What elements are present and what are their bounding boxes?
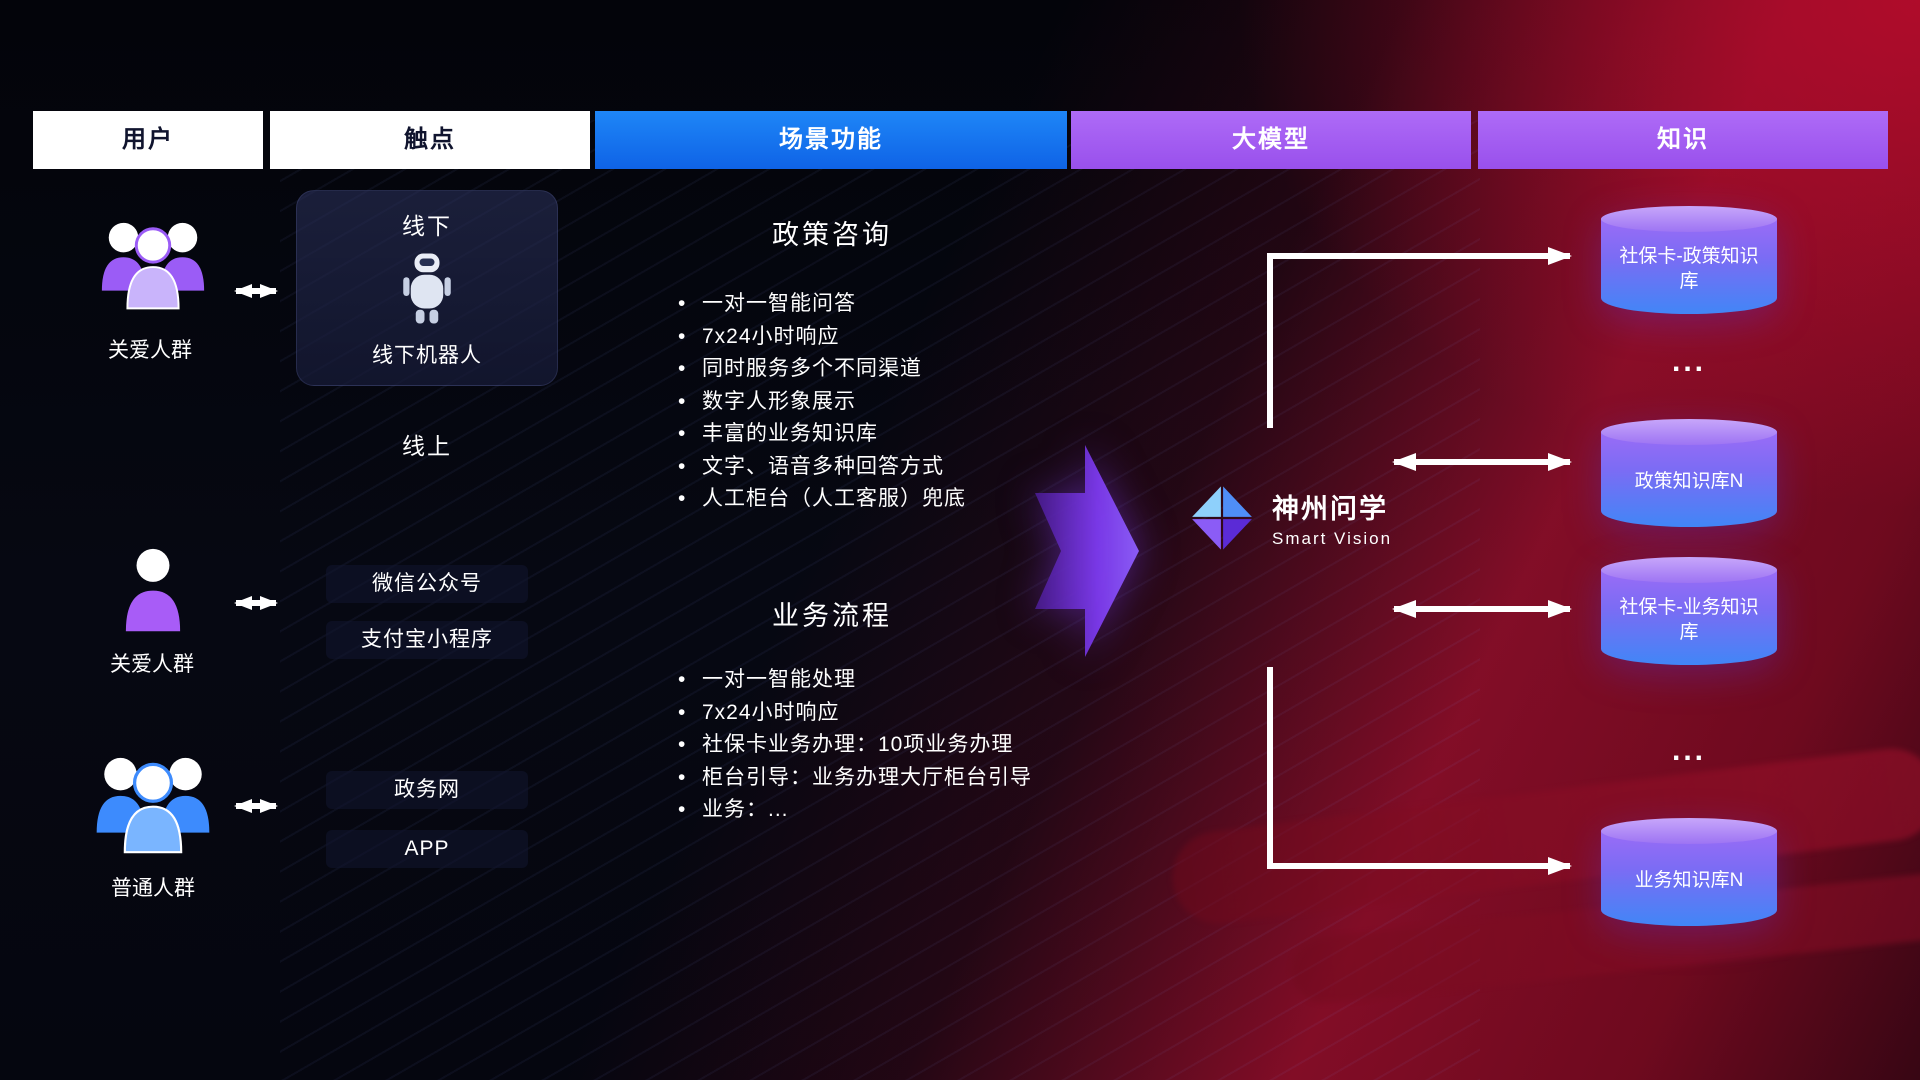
database-label: 社保卡-业务知识库 bbox=[1601, 570, 1777, 665]
database-cylinder-top bbox=[1601, 557, 1777, 583]
database-label: 社保卡-政策知识库 bbox=[1601, 219, 1777, 314]
online-title: 线上 bbox=[402, 433, 452, 459]
list-item: 柜台引导：业务办理大厅柜台引导 bbox=[676, 762, 1146, 795]
header-scenario-functions-label: 场景功能 bbox=[779, 126, 883, 153]
header-knowledge: 知识 bbox=[1478, 111, 1888, 169]
knowledge-db-policy-ssc: 社保卡-政策知识库 bbox=[1601, 206, 1777, 314]
offline-title: 线下 bbox=[402, 213, 452, 239]
list-item: 7x24小时响应 bbox=[676, 321, 1146, 354]
user-group-label: 关爱人群 bbox=[108, 339, 192, 362]
database-cylinder-top bbox=[1601, 206, 1777, 232]
header-scenario-functions: 场景功能 bbox=[595, 111, 1067, 169]
user-general-label: 普通人群 bbox=[111, 877, 195, 900]
list-item: 一对一智能处理 bbox=[676, 664, 1146, 697]
ellipsis-more-dbs: ... bbox=[1671, 734, 1706, 767]
scenario-business-list: 一对一智能处理 7x24小时响应 社保卡业务办理：10项业务办理 柜台引导：业务… bbox=[676, 664, 1146, 827]
elbow-arrow-up-icon bbox=[1267, 247, 1572, 428]
database-cylinder-top bbox=[1601, 818, 1777, 844]
channel-wechat: 微信公众号 bbox=[326, 565, 528, 603]
list-item: 丰富的业务知识库 bbox=[676, 418, 1146, 451]
knowledge-db-business-n: 业务知识库N bbox=[1601, 818, 1777, 926]
header-users: 用户 bbox=[33, 111, 263, 169]
list-item: 同时服务多个不同渠道 bbox=[676, 353, 1146, 386]
model-subtitle: Smart Vision bbox=[1272, 529, 1393, 548]
database-cylinder-top bbox=[1601, 419, 1777, 445]
list-item: 数字人形象展示 bbox=[676, 386, 1146, 419]
flow-arrow-icon bbox=[1035, 445, 1139, 657]
offline-touchpoint-card: 线下 线下机器人 bbox=[296, 190, 558, 386]
header-knowledge-label: 知识 bbox=[1657, 126, 1709, 153]
people-group-icon bbox=[101, 222, 205, 310]
scenario-title-policy: 政策咨询 bbox=[772, 220, 892, 250]
user-person-label: 关爱人群 bbox=[110, 653, 194, 676]
knowledge-db-policy-n: 政策知识库N bbox=[1601, 419, 1777, 527]
scenario-title-business: 业务流程 bbox=[772, 601, 892, 631]
diamond-gem-icon bbox=[1192, 486, 1252, 550]
offline-robot-label: 线下机器人 bbox=[372, 344, 482, 367]
header-touchpoints: 触点 bbox=[270, 111, 590, 169]
list-item: 文字、语音多种回答方式 bbox=[676, 451, 1146, 484]
robot-icon bbox=[403, 253, 451, 324]
list-item: 人工柜台（人工客服）兜底 bbox=[676, 483, 1146, 516]
list-item: 一对一智能问答 bbox=[676, 288, 1146, 321]
database-label: 业务知识库N bbox=[1601, 831, 1777, 926]
model-logo-text: 神州问学 Smart Vision bbox=[1272, 487, 1392, 549]
channel-app: APP bbox=[326, 830, 528, 868]
header-touchpoints-label: 触点 bbox=[404, 126, 456, 153]
model-logo-block: 神州问学 Smart Vision bbox=[1186, 482, 1392, 554]
header-large-model: 大模型 bbox=[1071, 111, 1471, 169]
list-item: 社保卡业务办理：10项业务办理 bbox=[676, 729, 1146, 762]
database-label: 政策知识库N bbox=[1601, 432, 1777, 527]
list-item: 7x24小时响应 bbox=[676, 697, 1146, 730]
people-group-icon bbox=[96, 757, 210, 854]
header-users-label: 用户 bbox=[122, 126, 174, 153]
knowledge-db-business-ssc: 社保卡-业务知识库 bbox=[1601, 557, 1777, 665]
channel-alipay-miniprogram: 支付宝小程序 bbox=[326, 621, 528, 659]
channel-gov-web: 政务网 bbox=[326, 771, 528, 809]
header-large-model-label: 大模型 bbox=[1232, 126, 1310, 153]
model-name: 神州问学 bbox=[1272, 494, 1388, 524]
ellipsis-more-dbs: ... bbox=[1671, 345, 1706, 378]
list-item: 业务：... bbox=[676, 794, 1146, 827]
person-icon bbox=[125, 548, 181, 632]
scenario-policy-list: 一对一智能问答 7x24小时响应 同时服务多个不同渠道 数字人形象展示 丰富的业… bbox=[676, 288, 1146, 516]
